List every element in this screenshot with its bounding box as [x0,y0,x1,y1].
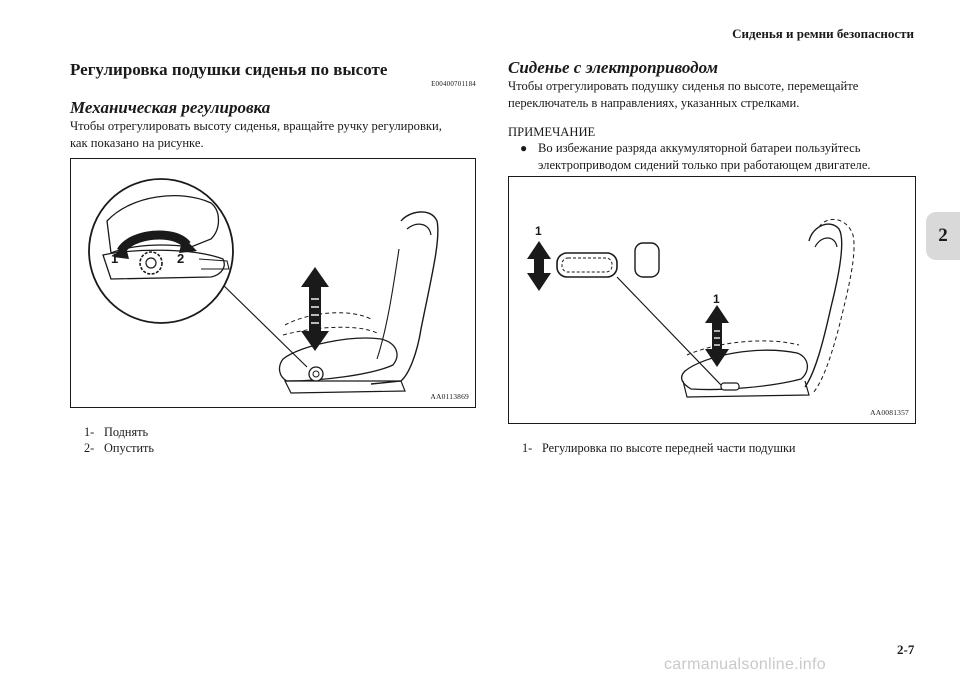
power-adjust-figure: 1 1 AA0081357 [508,176,916,424]
legend-item: 1- Поднять [84,424,154,440]
callout-2: 2 [177,251,184,266]
manual-adjustment-title: Механическая регулировка [70,98,271,117]
legend-text: Опустить [104,441,155,455]
legend-number: 2- [84,441,95,455]
callout-1: 1 [111,251,118,266]
paragraph-line: переключатель в направлениях, указанных … [508,96,800,110]
note-line: электроприводом сидений только при работ… [538,158,871,172]
page-number: 2-7 [897,642,915,657]
running-header: Сиденья и ремни безопасности [732,26,914,41]
power-seat-paragraph: Чтобы отрегулировать подушку сиденья по … [508,78,918,112]
paragraph-line: как показано на рисунке. [70,136,204,150]
power-figure-legend: 1- Регулировка по высоте передней части … [522,440,796,456]
section-code: E00400701184 [431,80,476,88]
legend-item: 2- Опустить [84,440,154,456]
figure-code: AA0081357 [870,408,909,417]
paragraph-line: Чтобы отрегулировать высоту сиденья, вра… [70,119,442,133]
legend-text: Регулировка по высоте передней части под… [542,441,796,455]
note-line: Во избежание разряда аккумуляторной бата… [538,141,861,155]
chapter-tab-number: 2 [938,225,948,246]
legend-number: 1- [84,425,95,439]
legend-text: Поднять [104,425,149,439]
manual-adjustment-paragraph: Чтобы отрегулировать высоту сиденья, вра… [70,118,480,152]
watermark: carmanualsonline.info [664,656,826,673]
section-title: Регулировка подушки сиденья по высоте [70,60,388,79]
manual-figure-legend: 1- Поднять 2- Опустить [84,424,154,456]
note-item: ● Во избежание разряда аккумуляторной ба… [520,140,920,174]
power-seat-illustration: 1 1 [527,219,855,398]
callout-1: 1 [713,292,720,306]
note-block: ● Во избежание разряда аккумуляторной ба… [520,140,920,174]
manual-seat-illustration: 1 2 [88,178,439,394]
up-down-arrow-icon [527,241,551,291]
legend-number: 1- [522,441,533,455]
chapter-tab[interactable]: 2 [926,212,960,260]
manual-adjust-figure: 1 2 AA0113869 [70,158,476,408]
up-down-arrow-icon [301,267,329,351]
callout-1: 1 [535,224,542,238]
power-seat-title: Сиденье с электроприводом [508,58,719,77]
legend-item: 1- Регулировка по высоте передней части … [522,440,796,456]
figure-code: AA0113869 [430,392,469,401]
up-down-arrow-icon [705,305,729,367]
bullet-icon: ● [520,141,528,155]
paragraph-line: Чтобы отрегулировать подушку сиденья по … [508,79,859,93]
note-heading: ПРИМЕЧАНИЕ [508,125,596,139]
